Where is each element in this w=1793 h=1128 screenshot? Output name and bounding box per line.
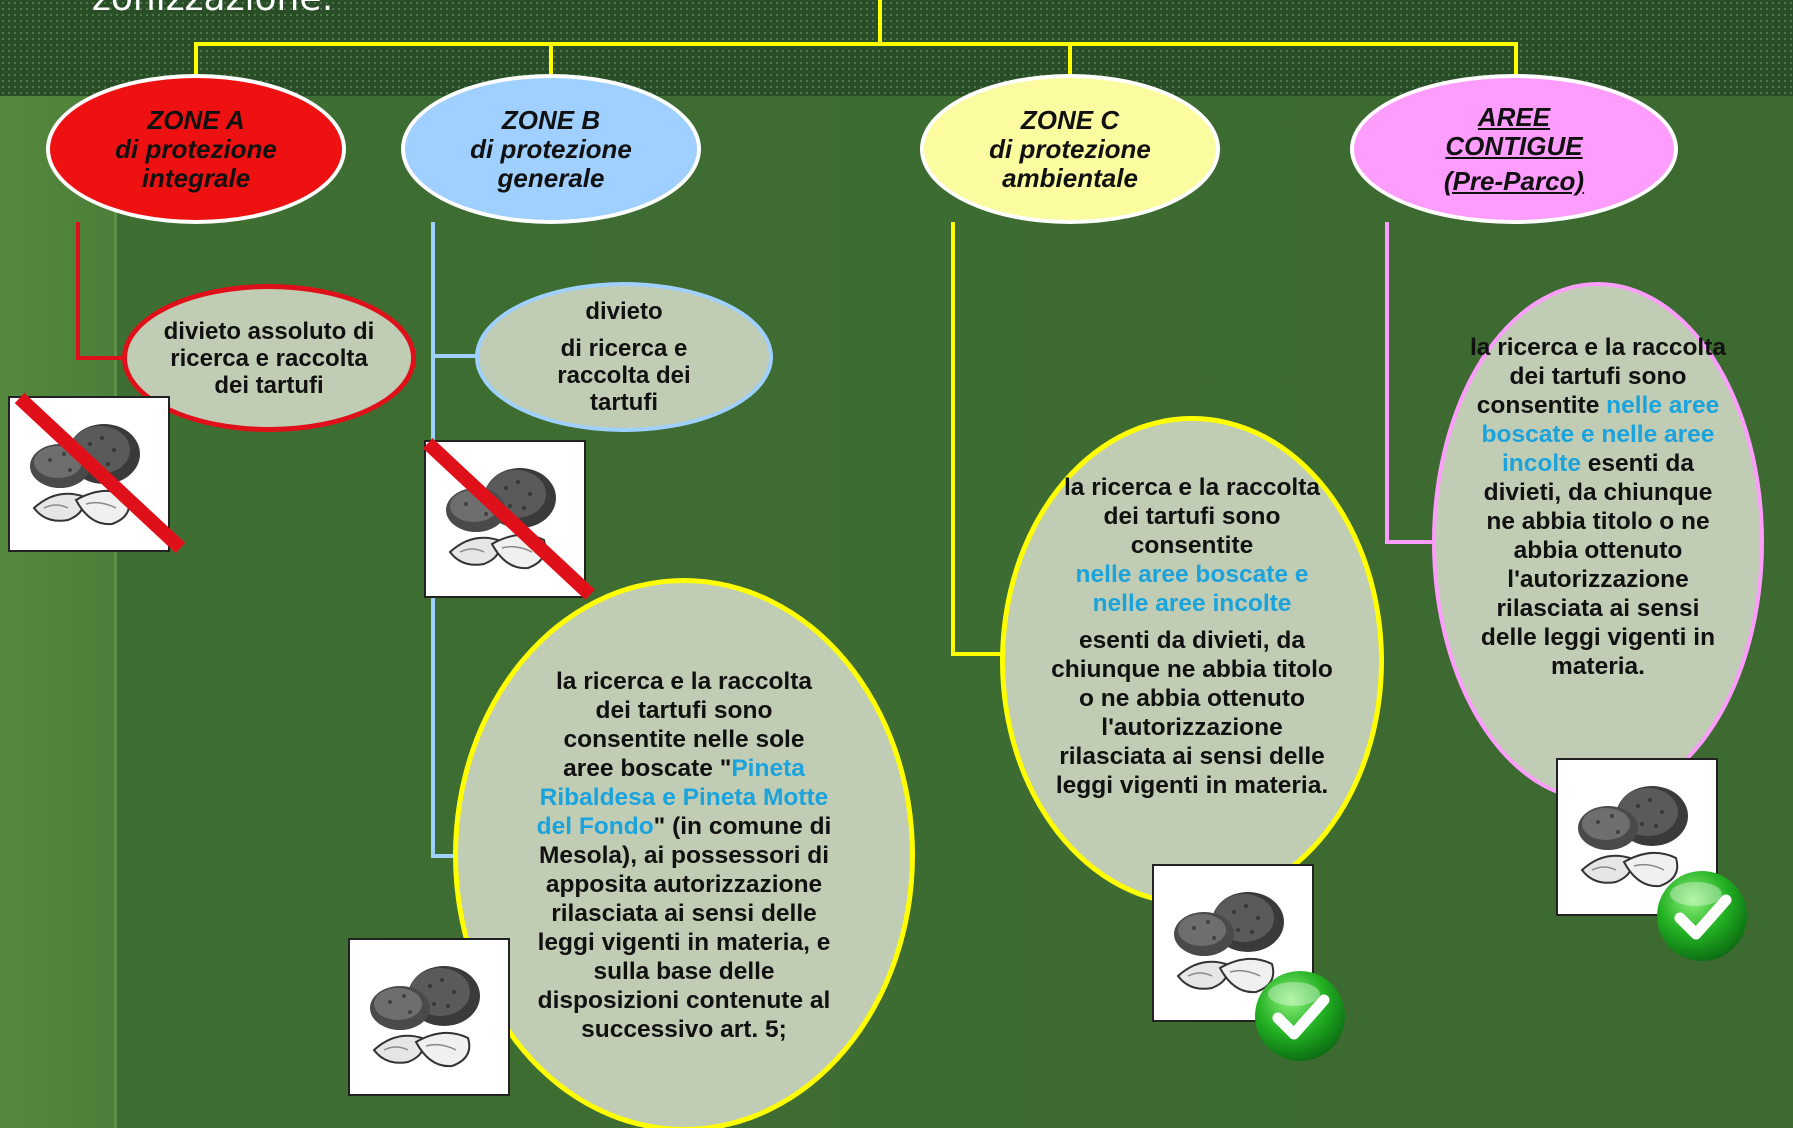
zone-d-line2: (Pre-Parco) — [1443, 165, 1585, 196]
note-b2-highlight: Pineta Ribaldesa e Pineta Motte del Fond… — [536, 754, 829, 840]
truffle-icon — [446, 468, 556, 570]
truffle-tile-c — [1152, 864, 1314, 1022]
zone-d-line1: CONTIGUE — [1445, 130, 1583, 161]
branch-a-vertical — [76, 222, 80, 360]
zone-b-title: ZONE B — [501, 104, 601, 135]
connector-drop-c — [1068, 42, 1072, 82]
branch-d-vertical — [1385, 222, 1389, 544]
branch-b-horizontal-1 — [431, 354, 479, 358]
zone-a-line1: di protezione — [115, 133, 277, 164]
note-d-part1: la ricerca e la raccolta dei tartufi son… — [1469, 334, 1727, 419]
connector-drop-d — [1514, 42, 1518, 82]
note-d-part2: esenti da divieti, da chiunque ne abbia … — [1480, 450, 1716, 680]
note-d-highlight: nelle aree boscate e nelle aree incolte — [1481, 392, 1720, 477]
zone-b-line2: generale — [497, 162, 605, 193]
note-a-text: divieto assoluto di ricerca e raccolta d… — [163, 317, 375, 399]
note-d-ellipse: la ricerca e la raccolta dei tartufi son… — [1432, 282, 1764, 802]
green-check-icon — [1255, 971, 1345, 1061]
note-b2-ellipse: la ricerca e la raccolta dei tartufi son… — [453, 578, 915, 1128]
zone-c-line1: di protezione — [989, 133, 1151, 164]
branch-d-horizontal — [1385, 540, 1437, 544]
branch-b-horizontal-2 — [431, 854, 471, 858]
connector-drop-b — [549, 42, 553, 82]
slide-header-band — [0, 0, 1793, 96]
note-a-ellipse: divieto assoluto di ricerca e raccolta d… — [122, 284, 416, 432]
zone-b-line1: di protezione — [470, 133, 632, 164]
branch-c-horizontal — [951, 652, 1007, 656]
branch-c-vertical — [951, 222, 955, 656]
slide-heading: zonizzazione: — [92, 0, 334, 19]
connector-drop-a — [194, 42, 198, 82]
note-c-ellipse: la ricerca e la raccolta dei tartufi son… — [1000, 416, 1384, 906]
connector-horizontal — [194, 42, 1518, 46]
note-b-title: divieto — [585, 298, 663, 325]
note-c-highlight: nelle aree boscate e nelle aree incolte — [1075, 560, 1309, 617]
note-b-body: di ricerca e raccolta dei tartufi — [557, 335, 691, 416]
zone-c-line2: ambientale — [1002, 162, 1138, 193]
green-check-icon — [1657, 871, 1747, 961]
note-b2-text: la ricerca e la raccolta dei tartufi son… — [536, 667, 832, 1044]
branch-a-horizontal — [76, 356, 136, 360]
note-c-part2: esenti da divieti, da chiunque ne abbia … — [1051, 626, 1333, 799]
zone-a-ellipse: ZONE A di protezione integrale — [46, 74, 346, 224]
connector-root — [878, 0, 882, 44]
zone-b-ellipse: ZONE B di protezione generale — [401, 74, 701, 224]
truffle-icon — [1174, 892, 1284, 994]
zone-c-title: ZONE C — [1020, 104, 1120, 135]
truffle-tile-b2 — [348, 938, 510, 1096]
note-b2-part1: la ricerca e la raccolta dei tartufi son… — [555, 667, 813, 782]
note-d-text: la ricerca e la raccolta dei tartufi son… — [1466, 333, 1730, 681]
note-b-ellipse: divieto di ricerca e raccolta dei tartuf… — [475, 282, 773, 432]
zone-d-ellipse: AREE CONTIGUE (Pre-Parco) — [1350, 74, 1678, 224]
zone-a-title: ZONE A — [147, 104, 245, 135]
note-b2-part2: " (in comune di Mesola), ai possessori d… — [537, 812, 832, 1043]
truffle-icon — [370, 966, 480, 1068]
truffle-icon — [1578, 786, 1688, 888]
background-stripe — [114, 96, 117, 1128]
note-c-part1: la ricerca e la raccolta dei tartufi son… — [1063, 473, 1321, 559]
zone-a-line2: integrale — [141, 162, 251, 193]
zone-d-title: AREE — [1477, 101, 1551, 132]
zone-c-ellipse: ZONE C di protezione ambientale — [920, 74, 1220, 224]
